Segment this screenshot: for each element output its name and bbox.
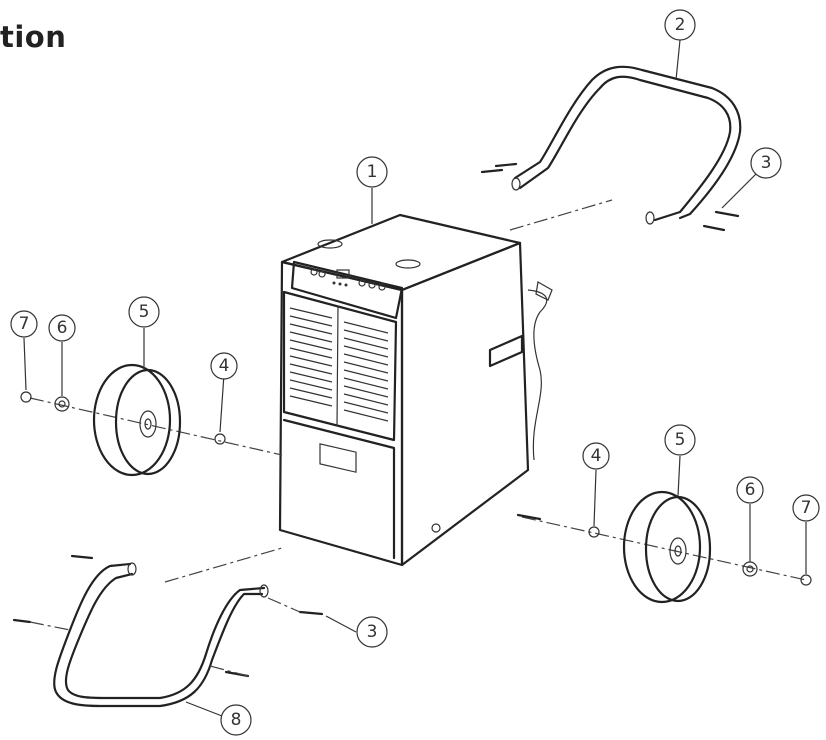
- callout-7-right-label: 7: [801, 498, 812, 518]
- callout-7-left: 7: [10, 310, 38, 338]
- callout-5-left-label: 5: [139, 302, 150, 322]
- callout-6-left-label: 6: [57, 318, 68, 338]
- callout-1-label: 1: [367, 162, 378, 182]
- top-handle-assembly: [480, 65, 742, 232]
- callout-6-left: 6: [48, 314, 76, 342]
- callout-4-right-label: 4: [591, 446, 602, 466]
- callout-6-right: 6: [736, 476, 764, 504]
- dehumidifier-body: [278, 213, 553, 567]
- callout-7-left-label: 7: [19, 314, 30, 334]
- callout-1: 1: [356, 156, 388, 188]
- callout-3-top-label: 3: [761, 153, 772, 173]
- callout-5-left: 5: [128, 296, 160, 328]
- callout-8: 8: [220, 704, 252, 736]
- callout-4-right: 4: [582, 442, 610, 470]
- callout-3-top: 3: [750, 147, 782, 179]
- callout-2: 2: [664, 9, 696, 41]
- left-wheel-assembly: [20, 363, 283, 477]
- callout-3-bottom: 3: [356, 616, 388, 648]
- callout-7-right: 7: [792, 494, 820, 522]
- callout-3-bottom-label: 3: [367, 622, 378, 642]
- callout-6-right-label: 6: [745, 480, 756, 500]
- callout-4-left: 4: [210, 352, 238, 380]
- callout-8-label: 8: [231, 710, 242, 730]
- callout-leaders: [23, 39, 807, 717]
- callout-2-label: 2: [675, 15, 686, 35]
- callout-4-left-label: 4: [219, 356, 230, 376]
- right-wheel-assembly: [516, 490, 812, 604]
- bottom-handle-assembly: [12, 547, 324, 708]
- callout-5-right-label: 5: [675, 430, 686, 450]
- callout-5-right: 5: [664, 424, 696, 456]
- page-heading: tion: [0, 20, 67, 54]
